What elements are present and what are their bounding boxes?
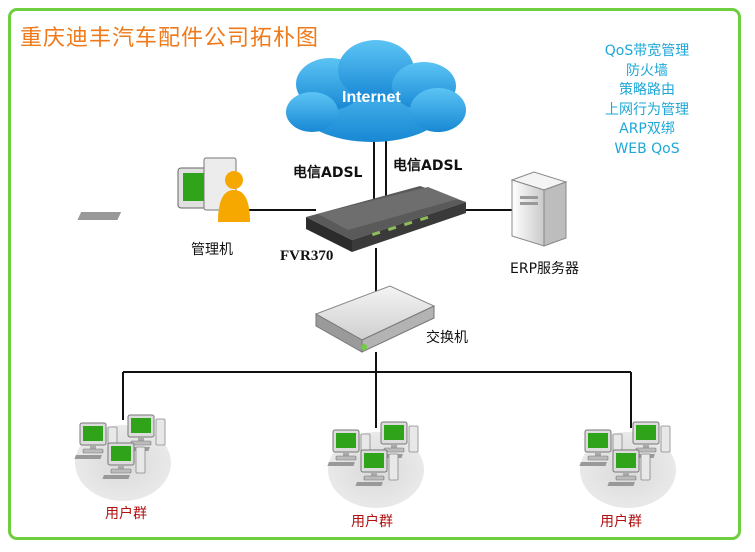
user-group-label: 用户群 <box>351 514 393 530</box>
feature-item: QoS带宽管理 <box>604 43 690 59</box>
user-group-icon <box>326 421 424 508</box>
admin-pc-icon <box>77 157 250 222</box>
user-group-icon <box>578 421 676 508</box>
user-group-label: 用户群 <box>600 514 642 530</box>
switch-icon <box>314 285 436 353</box>
erp-server-label: ERP服务器 <box>510 261 580 277</box>
switch-label: 交换机 <box>426 330 468 346</box>
link-label: 电信ADSL <box>293 165 363 181</box>
server-icon <box>510 171 568 247</box>
internet-label: Internet <box>342 89 401 106</box>
admin-pc-label: 管理机 <box>191 242 233 258</box>
feature-item: 策略路由 <box>619 82 675 98</box>
link-label: 电信ADSL <box>393 158 463 174</box>
feature-item: 上网行为管理 <box>605 101 689 118</box>
router-label: FVR370 <box>280 248 334 264</box>
user-group-icon <box>73 414 171 501</box>
router-icon <box>306 186 466 252</box>
user-group-label: 用户群 <box>105 506 147 522</box>
diagram-frame <box>8 8 741 540</box>
feature-item: 防火墙 <box>626 62 668 79</box>
feature-list: QoS带宽管理 防火墙 策略路由 上网行为管理 ARP双绑 WEB QoS <box>577 42 717 159</box>
feature-item: WEB QoS <box>614 140 680 157</box>
feature-item: ARP双绑 <box>619 121 675 137</box>
connection-lines <box>122 120 632 428</box>
diagram-title: 重庆迪丰汽车配件公司拓朴图 <box>20 26 320 51</box>
internet-cloud-icon <box>286 40 466 142</box>
